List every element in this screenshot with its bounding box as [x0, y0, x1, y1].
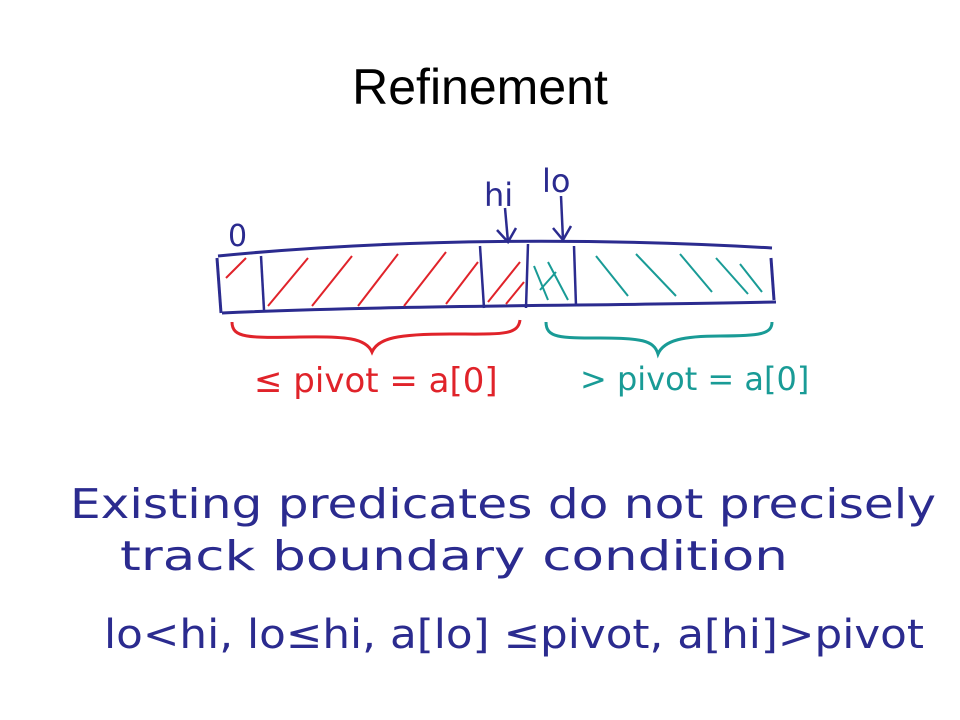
- right-region-brace: [544, 321, 774, 359]
- index-zero-label: 0: [228, 219, 247, 254]
- predicates-list: lo<hi, lo≤hi, a[lo] ≤pivot, a[hi]>pivot: [104, 612, 924, 658]
- lo-label: lo: [542, 162, 570, 200]
- lo-arrow-icon: [552, 195, 573, 243]
- left-region-brace: [230, 319, 522, 356]
- left-region-hatching: [225, 251, 525, 307]
- array-left-edge: [215, 257, 223, 314]
- hi-label: hi: [484, 176, 513, 214]
- left-region-label: ≤ pivot = a[0]: [254, 361, 498, 401]
- note-line-1: Existing predicates do not precisely: [70, 480, 936, 528]
- hi-arrow-icon: [496, 207, 518, 245]
- slide-title: Refinement: [352, 59, 608, 115]
- cell-dividers: [259, 243, 578, 311]
- array-top-border: [217, 239, 773, 258]
- right-region-label: > pivot = a[0]: [580, 360, 809, 398]
- note-line-2: track boundary condition: [120, 532, 788, 580]
- right-region-hatching: [533, 253, 763, 301]
- array-right-edge: [769, 257, 776, 301]
- array-bottom-border: [221, 300, 777, 315]
